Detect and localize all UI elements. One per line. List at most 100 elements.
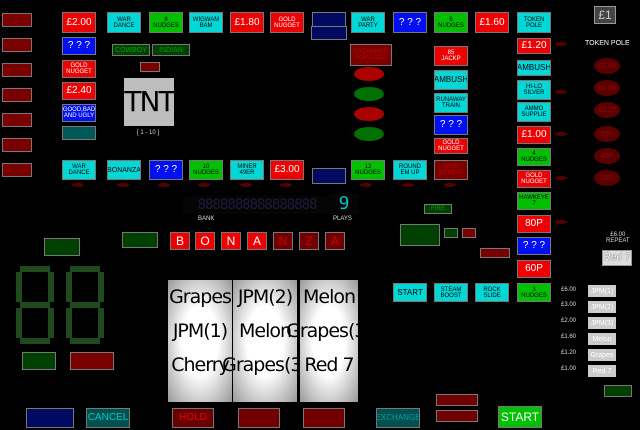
dark-green-lamp xyxy=(22,352,56,370)
right-square: HI-LO SILVER xyxy=(517,80,551,100)
top-square: £1.60 xyxy=(475,12,509,33)
steam-boost-button[interactable]: STEAM BOOST xyxy=(434,283,468,302)
top-square: £2.00 xyxy=(62,12,96,33)
token-pole-value: 20P xyxy=(594,170,620,186)
bonanza-letter: B xyxy=(170,232,190,250)
oval-lamp xyxy=(354,107,384,121)
top-square: ? ? ? xyxy=(393,12,427,33)
paytable-price: £2.00 xyxy=(561,318,577,324)
nudges-button[interactable]: 3 NUDGES xyxy=(517,283,551,302)
dark-blue-lamp xyxy=(311,26,347,40)
token-pole-value: 40P xyxy=(594,148,620,164)
paytable-price: £1.00 xyxy=(561,366,577,372)
top-square: 8 NUDGES xyxy=(149,12,183,33)
red-lamp xyxy=(462,228,476,238)
dark-red-lamp xyxy=(436,394,478,406)
bottom-square: ? ? ? xyxy=(149,160,183,180)
right-square: AMBUSH xyxy=(517,60,551,76)
repeat-value: Red 7 xyxy=(602,250,632,266)
paytable-symbol: Red 7 xyxy=(588,365,616,377)
reel-symbol: JPM(2) xyxy=(237,286,293,308)
start-feature-button[interactable]: START xyxy=(393,283,427,302)
reel-symbol: Grapes(3) xyxy=(222,354,309,376)
bottom-square: MINER 49ER xyxy=(230,160,264,180)
inner-right-square: ? ? ? xyxy=(434,115,468,135)
top-square: 6 NUDGES xyxy=(434,12,468,33)
left-square: GOLD NUGGET xyxy=(62,60,96,78)
top-square: WAR DANCE xyxy=(107,12,141,33)
token-pole-value: £2.40 xyxy=(594,58,620,74)
dark-green-lamp xyxy=(604,385,632,397)
hold-button-2[interactable] xyxy=(238,408,280,428)
paytable-symbol: JPM(1) xyxy=(588,285,616,297)
top-square: WIGWAM BAM xyxy=(189,12,223,33)
dark-prize-lamp xyxy=(2,113,32,127)
hold-button-3[interactable] xyxy=(303,408,345,428)
exchange-button[interactable]: EXCHANGE xyxy=(376,408,420,428)
reel-symbol: Grapes(3) xyxy=(286,320,373,342)
left-square: ? ? ? xyxy=(62,37,96,55)
bonanza-letter: A xyxy=(325,232,345,250)
token-pole-value: £1.20 xyxy=(594,102,620,118)
dark-green-lamp xyxy=(122,232,158,248)
top-square: £1.80 xyxy=(230,12,264,33)
green-grid xyxy=(400,224,440,246)
reel-symbol: Melon xyxy=(238,320,292,342)
right-square: AMMO SUPPLIE xyxy=(517,102,551,122)
dark-prize-lamp xyxy=(2,138,32,152)
hold-button[interactable]: HOLD xyxy=(172,408,214,428)
dark-red-lamp xyxy=(70,352,114,370)
right-square: £1.20 xyxy=(517,38,551,54)
bottom-square: 10 NUDGES xyxy=(189,160,223,180)
right-square: 60P xyxy=(517,260,551,278)
dark-prize-lamp xyxy=(2,38,32,52)
start-button[interactable]: START xyxy=(498,406,542,428)
paytable-symbol: Grapes xyxy=(588,349,616,361)
bottom-square: ROUND EM UP xyxy=(393,160,427,180)
bottom-square: £6.00 REPEAT xyxy=(434,160,468,180)
token-pole-value: £1.80 xyxy=(594,80,620,96)
bottom-square: £3.00 xyxy=(270,160,304,180)
inner-right-square: RUNAWAY TRAIN xyxy=(434,93,468,113)
left-square: £2.40 xyxy=(62,82,96,100)
dark-prize-lamp xyxy=(2,88,32,102)
bonanza-letter: N xyxy=(273,232,293,250)
bonanza-letter: A xyxy=(247,232,267,250)
tnt-range: [ 1 - 10 ] xyxy=(137,130,160,136)
fire-lamp: FIRE xyxy=(424,204,452,214)
inner-right-square: AMBUSH xyxy=(434,70,468,90)
top-square: WAR PARTY xyxy=(351,12,385,33)
bonanza-letter: Z xyxy=(299,232,319,250)
seven-segment-display xyxy=(14,264,114,344)
cancel-button[interactable]: CANCEL xyxy=(86,408,130,428)
bottom-square: BONANZA xyxy=(107,160,141,180)
top-square: TOKEN POLE xyxy=(517,12,551,33)
right-square: HAWKEYE 7 xyxy=(517,192,551,210)
bottom-square: 12 NUDGES xyxy=(351,160,385,180)
reel-2: JPM(2) Melon Grapes(3) xyxy=(222,280,309,402)
reel-3: Melon Grapes(3) Red 7 xyxy=(286,280,373,402)
paytable-symbol: Melon xyxy=(588,333,616,345)
credit-display: £1 xyxy=(594,6,616,24)
reel-symbol: Grapes xyxy=(169,286,232,308)
cowboy-label: COWBOY xyxy=(112,44,150,56)
rock-slide-button[interactable]: ROCK SLIDE xyxy=(475,283,509,302)
reel-symbol: JPM(1) xyxy=(172,320,228,342)
right-square: 80P xyxy=(517,215,551,233)
plays-display: 9 xyxy=(330,194,358,214)
paytable-price: £3.00 xyxy=(561,302,577,308)
right-square: 4 NUDGES xyxy=(517,148,551,166)
paytable-symbol: JPM(3) xyxy=(588,317,616,329)
right-square: GOLD NUGGET xyxy=(517,170,551,188)
dark-prize-lamp xyxy=(2,63,32,77)
tnt-box: TNT xyxy=(124,78,174,126)
dark-green-lamp xyxy=(44,238,80,256)
dark-red-lamp xyxy=(436,410,478,422)
dark-prize-lamp xyxy=(2,163,32,177)
dark-left-square xyxy=(62,126,96,140)
exchange-forgood: EXCHANGE FORGOOD xyxy=(350,44,392,66)
oval-lamp xyxy=(354,127,384,141)
dark-blue-button[interactable] xyxy=(26,408,74,428)
oval-lamp xyxy=(354,87,384,101)
inner-right-square: GOLD NUGGET xyxy=(434,138,468,154)
